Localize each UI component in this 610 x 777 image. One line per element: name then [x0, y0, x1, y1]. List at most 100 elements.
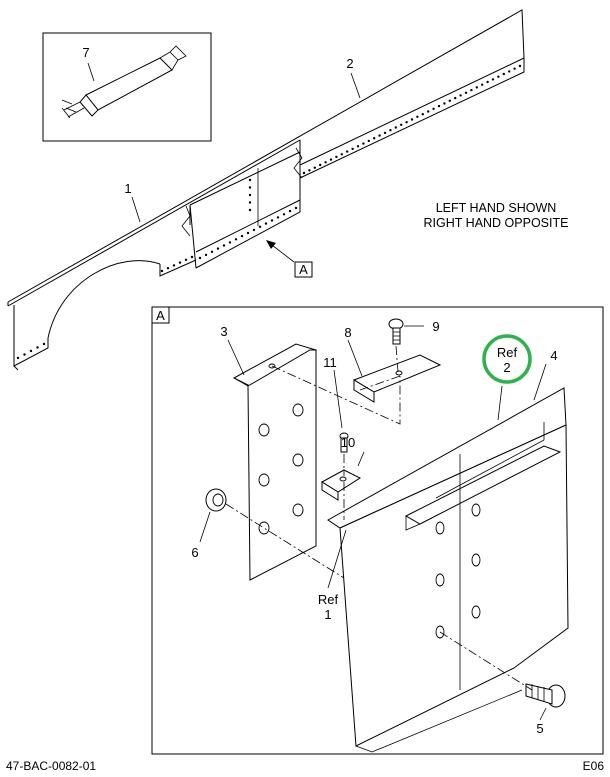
perforation-hole [172, 264, 176, 267]
perforation-hole [282, 213, 286, 216]
callout-4: 4 [550, 348, 557, 363]
part-6-nut [205, 488, 227, 512]
perforation-hole [29, 349, 33, 353]
perforation-hole [443, 102, 446, 105]
detail-a-frame: A [151, 306, 604, 755]
callout-5: 5 [536, 721, 543, 736]
perforation-hole [270, 219, 274, 222]
perforation-hole [210, 250, 214, 253]
perforation-hole [204, 253, 208, 257]
perforation-hole [23, 353, 26, 356]
callout-8: 8 [344, 325, 351, 340]
perforation-hole [475, 86, 478, 89]
perforation-hole [486, 80, 489, 84]
perforation-hole [302, 171, 306, 175]
part-3-plate [232, 343, 318, 581]
perforation-hole [356, 145, 360, 148]
perforation-hole [427, 110, 430, 113]
callout-2: 2 [346, 56, 353, 71]
ref1-num: 1 [324, 607, 331, 622]
perforation-hole [502, 72, 505, 76]
perforation-hole [378, 134, 381, 137]
perforation-hole [248, 193, 252, 197]
part-9-bolt [388, 318, 404, 345]
perforation-hole [340, 153, 343, 156]
perforation-hole [276, 216, 280, 219]
perforation-hole [432, 107, 435, 111]
perforation-hole [454, 96, 457, 100]
perforation-hole [421, 113, 424, 116]
perforation-hole [252, 228, 256, 232]
splash-guard-panel [327, 387, 569, 753]
perforation-hole [248, 208, 252, 212]
perforation-hole [400, 123, 403, 127]
perforation-hole [481, 83, 484, 86]
perforation-hole [448, 99, 451, 103]
rail-assembly [7, 9, 525, 371]
perforation-hole [248, 178, 252, 182]
perforation-hole [308, 169, 311, 172]
ref2-word: Ref [497, 345, 518, 360]
inset-part-7: 7 [42, 32, 212, 142]
perforation-hole [190, 255, 194, 259]
perforation-hole [416, 115, 419, 119]
perforation-hole [178, 261, 182, 264]
perforation-hole [513, 67, 516, 70]
perforation-hole [508, 70, 511, 73]
callout-11: 11 [323, 355, 337, 370]
perforation-hole [258, 225, 262, 228]
part-10-clip [321, 469, 362, 501]
perforation-hole [228, 241, 232, 244]
perforation-hole [313, 166, 316, 169]
perforation-hole [198, 256, 202, 260]
callout-10: 10 [341, 435, 355, 450]
callout-6: 6 [191, 545, 198, 560]
perforation-hole [437, 104, 441, 108]
note-line-2: RIGHT HAND OPPOSITE [424, 216, 569, 230]
perforation-hole [36, 346, 39, 349]
perforation-hole [351, 147, 354, 151]
perforation-hole [42, 342, 46, 346]
perforation-hole [346, 150, 349, 153]
perforation-hole [166, 267, 170, 270]
perforation-hole [160, 269, 164, 273]
note-line-1: LEFT HAND SHOWN [436, 201, 557, 215]
perforation-hole [288, 209, 292, 213]
perforation-hole [248, 201, 252, 204]
perforation-hole [184, 258, 188, 261]
perforation-hole [246, 231, 250, 235]
detail-frame-tag: A [156, 308, 165, 323]
perforation-hole [410, 118, 414, 121]
perforation-hole [470, 88, 473, 92]
perforation-hole [240, 234, 244, 238]
revision-code: E06 [583, 759, 605, 773]
callout-1: 1 [124, 181, 131, 196]
alignment-lines [225, 345, 533, 691]
perforation-hole [497, 75, 500, 78]
callout-3: 3 [220, 324, 227, 339]
perforation-hole [367, 139, 370, 143]
ref2-num: 2 [503, 360, 510, 375]
perforation-hole [216, 247, 220, 250]
rail-perforations [16, 64, 522, 360]
perforation-hole [248, 186, 252, 189]
perforation-hole [394, 126, 397, 129]
perforation-hole [294, 206, 298, 210]
perforation-hole [518, 64, 522, 68]
perforation-hole [362, 142, 365, 145]
perforation-hole [264, 222, 268, 225]
ref1-word: Ref [318, 592, 339, 607]
callout-9: 9 [432, 319, 439, 334]
part-11-pin [339, 432, 349, 453]
perforation-hole [464, 91, 468, 95]
perforation-hole [459, 94, 462, 97]
highlight-circle [482, 334, 532, 384]
part-5-bolt [525, 683, 566, 708]
perforation-hole [491, 78, 495, 81]
perforation-hole [389, 129, 392, 132]
callout-7: 7 [82, 45, 89, 60]
perforation-hole [319, 163, 322, 167]
perforation-hole [16, 356, 20, 360]
perforation-hole [324, 161, 327, 164]
